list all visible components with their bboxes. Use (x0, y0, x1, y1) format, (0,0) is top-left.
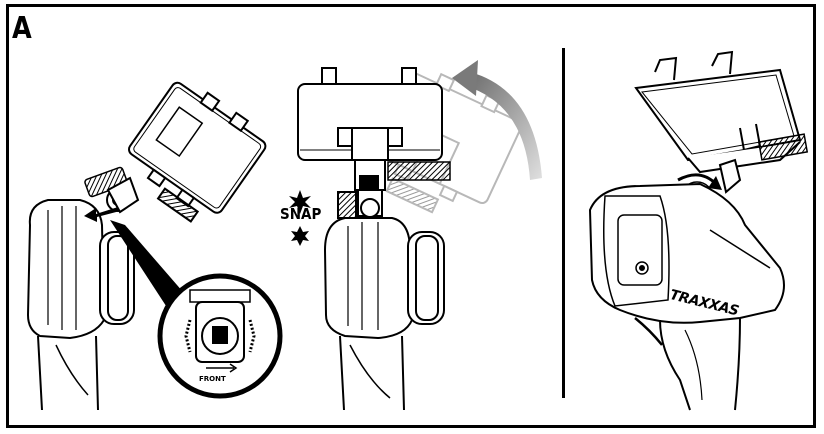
ball-stem-3 (718, 158, 742, 194)
panel-3-assembled (588, 50, 809, 411)
panel-divider (562, 48, 565, 398)
mount-knob-2 (387, 161, 451, 181)
mount-knob-3 (757, 133, 809, 161)
zoom-detail (157, 273, 283, 399)
panel-1-attach (26, 81, 283, 411)
transmitter-body-2 (323, 217, 445, 411)
transmitter-body-3 (588, 182, 785, 411)
snap-burst-icon (289, 190, 311, 246)
phone-holder-tilted-1 (128, 81, 267, 223)
direction-arrow-icon (84, 207, 120, 222)
transmitter-body-1 (26, 199, 135, 411)
panel-2-rotate (289, 60, 542, 411)
phone-holder-mounted (634, 50, 802, 174)
panel-label: A (12, 11, 32, 46)
ball-joint-2 (337, 189, 383, 219)
front-label: FRONT (199, 375, 226, 383)
phone-holder-upright (297, 67, 443, 193)
zoom-leader (110, 220, 190, 312)
rotate-arrow-icon (452, 60, 542, 180)
snap-label: SNAP (280, 205, 322, 223)
